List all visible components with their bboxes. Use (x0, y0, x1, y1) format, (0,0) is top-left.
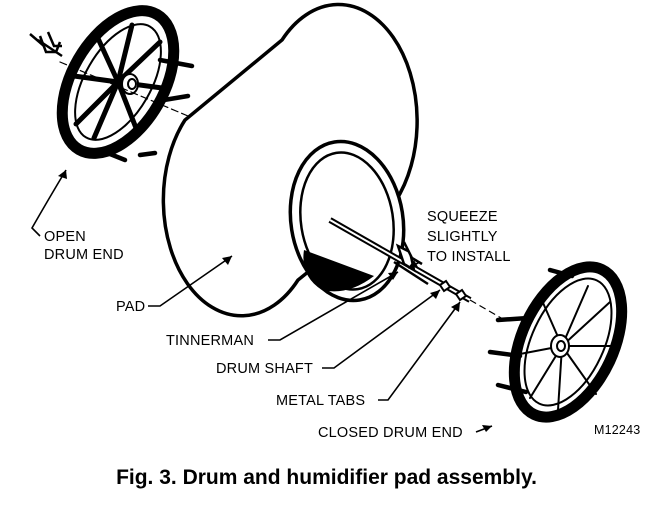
metal-tabs-label: METAL TABS (276, 393, 366, 409)
drum-shaft-label: DRUM SHAFT (216, 361, 314, 377)
closed-drum-end (487, 261, 628, 423)
tinnerman-label: TINNERMAN (166, 333, 254, 349)
figure-caption: Fig. 3. Drum and humidifier pad assembly… (116, 466, 537, 489)
humidifier-pad (161, 2, 419, 318)
squeeze-label-line3: TO INSTALL (427, 249, 511, 265)
squeeze-label-line2: SLIGHTLY (427, 229, 498, 245)
open-drum-end-label-line1: OPEN (44, 229, 86, 245)
tinnerman-clip-left (29, 31, 63, 58)
leader-arrowheads (58, 170, 492, 432)
closed-drum-end-label: CLOSED DRUM END (318, 425, 463, 441)
model-code: M12243 (594, 423, 641, 437)
open-drum-end (56, 5, 195, 163)
squeeze-label-line1: SQUEEZE (427, 209, 498, 225)
open-drum-end-label-line2: DRUM END (44, 247, 124, 263)
metal-tabs (438, 279, 468, 302)
pad-label: PAD (116, 299, 146, 315)
